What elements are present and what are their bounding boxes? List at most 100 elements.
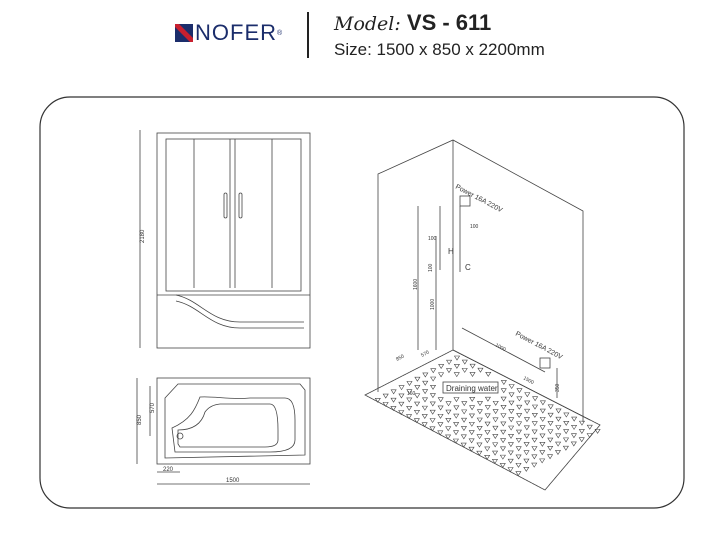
floor-triangle (413, 410, 421, 415)
floor-triangle (374, 398, 381, 403)
floor-triangle (508, 400, 515, 406)
floor-triangle (523, 425, 530, 431)
floor-triangle (468, 413, 476, 419)
floor-triangle (562, 445, 569, 451)
floor-triangle (539, 425, 546, 431)
floor-triangle (429, 418, 436, 424)
floor-triangle (484, 396, 491, 402)
floor-triangle (453, 397, 460, 403)
floor-triangle (390, 397, 397, 403)
floor-triangle (452, 430, 460, 436)
floor-triangle (492, 434, 499, 440)
floor-triangle (515, 429, 522, 435)
floor-triangle (429, 401, 436, 407)
floor-triangle (469, 405, 476, 411)
floor-triangle (476, 450, 483, 456)
floor-triangle (406, 397, 413, 403)
floor-triangle (531, 429, 538, 435)
floor-triangle (578, 437, 585, 443)
floor-triangle (492, 409, 499, 415)
floor-triangle (484, 430, 491, 435)
floor-triangle (507, 467, 514, 473)
floor-triangle (555, 408, 562, 414)
floor-triangle (492, 442, 499, 448)
drawing-frame (39, 96, 685, 509)
floor-triangle (531, 454, 538, 460)
floor-triangle (453, 372, 460, 378)
floor-triangle (429, 426, 436, 432)
floor-triangle (476, 409, 483, 415)
logo-mark-icon (175, 24, 193, 42)
floor-triangle (507, 433, 515, 439)
floor-triangle (500, 429, 507, 435)
floor-triangle (485, 371, 492, 377)
floor-triangle (429, 393, 436, 399)
drain-label-box (442, 381, 499, 394)
floor-triangle (555, 433, 562, 439)
floor-triangle (531, 462, 538, 468)
floor-triangle (499, 463, 506, 468)
floor-triangle (461, 359, 468, 365)
floor-triangle (460, 417, 468, 423)
floor-triangle (547, 446, 554, 451)
floor-triangle (469, 372, 476, 378)
floor-triangle (421, 405, 428, 411)
cold-label: C (465, 263, 471, 272)
door-handle (223, 192, 228, 219)
floor-triangle (484, 421, 491, 427)
floor-triangle (562, 437, 570, 443)
model-value: VS - 611 (406, 10, 492, 35)
floor-triangle (461, 368, 468, 373)
door-handle (238, 192, 243, 219)
floor-triangle (437, 430, 444, 436)
dim-100: 100 (428, 236, 437, 242)
floor-triangle (414, 385, 421, 391)
floor-triangle (484, 413, 491, 419)
floor-triangle (492, 450, 499, 456)
dim-depth: 850 (137, 414, 143, 425)
floor-triangle (398, 393, 405, 399)
floor-triangle (492, 400, 499, 406)
floor-triangle (500, 405, 507, 410)
floor-triangle (445, 426, 452, 432)
floor-triangle (531, 421, 538, 427)
floor-triangle (445, 434, 452, 440)
dim-inner: 570 (150, 402, 156, 413)
floor-triangle (570, 441, 577, 447)
floor-triangle (390, 406, 397, 412)
floor-triangle (586, 424, 593, 430)
floor-triangle (430, 368, 437, 374)
floor-triangle (414, 393, 421, 399)
floor-triangle (437, 397, 444, 403)
size-text: Size: 1500 x 850 x 2200mm (334, 40, 545, 59)
floor-triangle (422, 389, 429, 395)
floor-triangle (414, 401, 421, 407)
floor-triangle (516, 396, 523, 402)
floor-triangle (515, 471, 522, 477)
floor-triangle (477, 367, 484, 373)
drain-icon (176, 432, 184, 440)
floor-triangle (523, 450, 530, 456)
floor-triangle (500, 396, 507, 402)
floor-triangle (563, 420, 570, 426)
floor-triangle (421, 414, 428, 419)
floor-triangle (491, 459, 498, 464)
floor-triangle (468, 421, 475, 427)
floor-triangle (586, 433, 593, 439)
floor-triangle (398, 410, 405, 416)
floor-triangle (523, 417, 531, 423)
floor-triangle (438, 364, 445, 370)
floor-triangle (461, 409, 468, 415)
floor-triangle (532, 396, 539, 402)
floor-triangle (398, 385, 405, 391)
floor-triangle (578, 429, 585, 434)
floor-triangle (414, 376, 421, 382)
floor-triangle (554, 450, 562, 455)
floor-triangle (492, 417, 499, 423)
floor-triangle (531, 446, 538, 452)
power-label-top: Power 16A 220V (454, 184, 504, 215)
floor-triangle (524, 408, 531, 414)
header-divider (307, 12, 309, 58)
dim-350: 350 (555, 383, 561, 392)
